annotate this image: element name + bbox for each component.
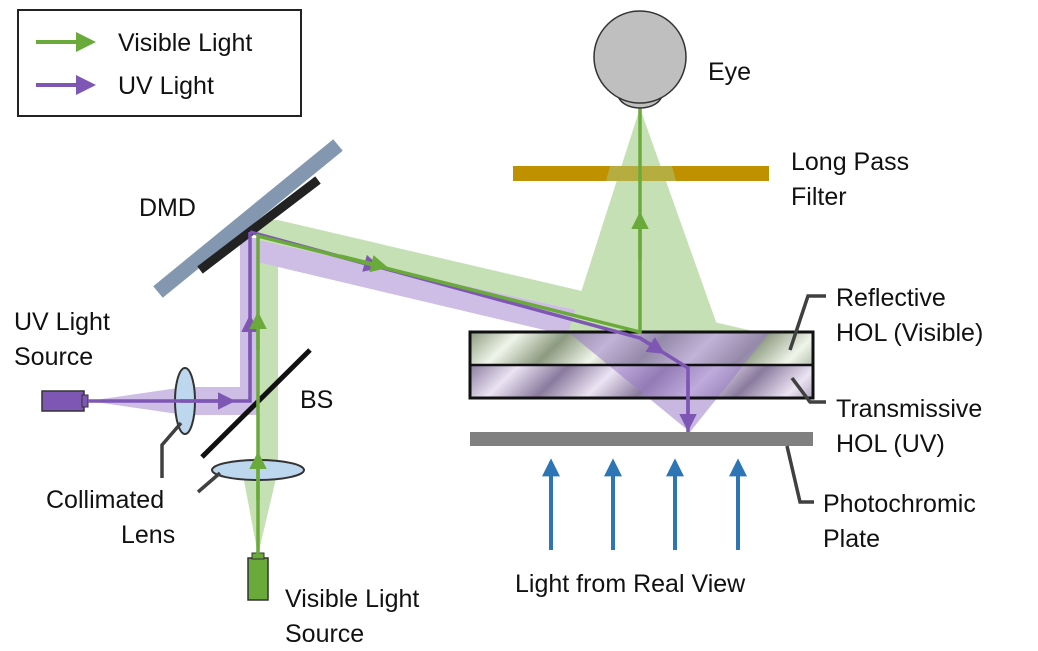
leader-lines — [160, 294, 826, 504]
legend-box — [17, 9, 302, 117]
legend: Visible Light UV Light — [17, 9, 302, 117]
uv-ray-path — [88, 232, 252, 403]
visible-source-body — [247, 557, 269, 601]
hol-stack — [468, 330, 815, 432]
eye-icon — [593, 10, 687, 109]
eye-view-cone — [568, 108, 720, 333]
dmd — [153, 139, 343, 298]
real-view-arrows — [542, 458, 747, 550]
uv-lens-leader — [160, 421, 183, 478]
beam-splitter — [200, 348, 312, 459]
eye-ball — [593, 10, 687, 104]
bs-label: BS — [300, 386, 333, 414]
collimated-lens-label-1: Collimated — [46, 486, 164, 514]
transmissive-hol-label-2: HOL (UV) — [836, 430, 945, 458]
uv-source-label-1: UV Light — [14, 308, 110, 336]
long-pass-filter-label-2: Filter — [791, 183, 847, 211]
reflective-hol-label-1: Reflective — [836, 284, 946, 312]
transmissive-hol-label-1: Transmissive — [836, 395, 982, 423]
dmd-label: DMD — [139, 194, 196, 222]
visible-ray-arrow-3 — [339, 254, 389, 273]
uv-light-source — [41, 390, 89, 412]
rays — [88, 108, 697, 555]
collimated-lens-label-2: Lens — [121, 521, 175, 549]
visible-source-label-1: Visible Light — [285, 585, 419, 613]
uv-source-body — [41, 390, 85, 412]
visible-light-source — [247, 552, 269, 601]
uv-source-tip — [81, 394, 89, 408]
uv-source-label-2: Source — [14, 343, 93, 371]
long-pass-filter-label-1: Long Pass — [791, 148, 909, 176]
visible-vertical-beam — [258, 220, 278, 470]
visible-source-label-2: Source — [285, 620, 364, 648]
legend-uv-label: UV Light — [118, 72, 214, 100]
reflective-hol-label-2: HOL (Visible) — [836, 319, 983, 347]
photochromic-label-2: Plate — [823, 525, 880, 553]
eye-label: Eye — [708, 58, 751, 86]
photochromic-leader — [785, 445, 814, 504]
legend-visible-label: Visible Light — [118, 29, 252, 57]
uv-ray-arrow-4 — [639, 336, 665, 354]
reflective-hol-leader — [788, 294, 826, 351]
real-view-label: Light from Real View — [515, 570, 746, 598]
uv-diffraction-cone — [568, 332, 770, 432]
transmissive-hol-leader — [790, 376, 826, 404]
photochromic-plate — [470, 432, 813, 446]
visible-cone-beam — [242, 470, 278, 555]
dmd-body — [153, 139, 343, 298]
photochromic-label-1: Photochromic — [823, 490, 976, 518]
dmd-mirror — [197, 176, 321, 274]
visible-lens-leader — [196, 471, 222, 494]
